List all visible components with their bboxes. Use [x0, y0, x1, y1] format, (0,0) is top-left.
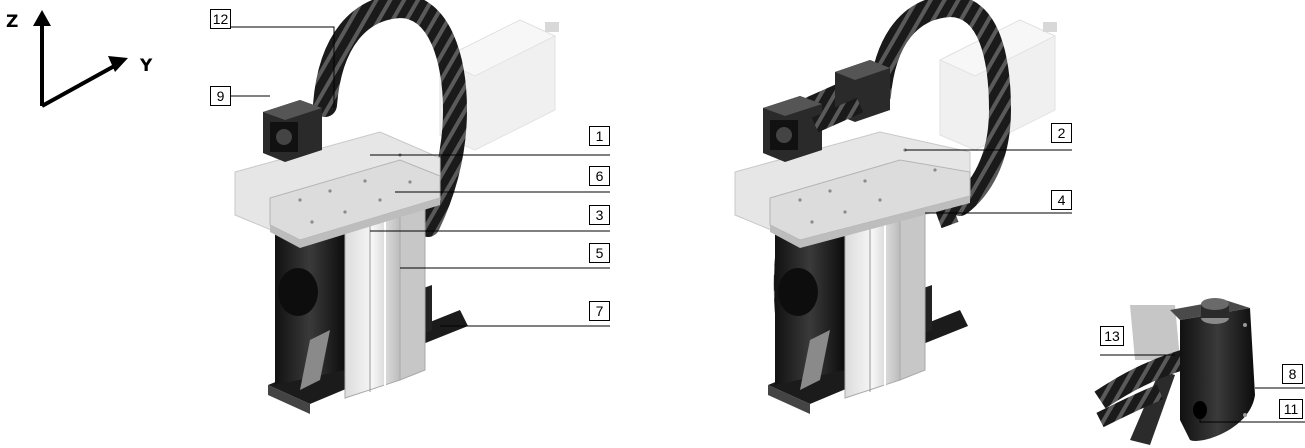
- left-assembly: [234, 0, 559, 414]
- callout-8: 8: [1282, 364, 1303, 384]
- callout-5: 5: [589, 243, 610, 263]
- callout-13: 13: [1100, 326, 1124, 346]
- axis-y-label: Y: [140, 56, 153, 76]
- callout-2: 2: [1051, 123, 1072, 143]
- callout-3: 3: [589, 205, 610, 225]
- detail-view: [1094, 298, 1255, 445]
- callout-6: 6: [589, 166, 610, 186]
- callout-9: 9: [210, 86, 231, 106]
- callout-12: 12: [210, 9, 231, 29]
- axis-indicator: [33, 10, 128, 108]
- axis-z-label: Z: [6, 12, 19, 32]
- callout-1: 1: [589, 126, 610, 146]
- callout-7: 7: [589, 301, 610, 321]
- callout-11: 11: [1279, 399, 1303, 419]
- callout-4: 4: [1051, 190, 1072, 210]
- leader-lines: [210, 26, 1305, 423]
- right-assembly: [734, 0, 1057, 414]
